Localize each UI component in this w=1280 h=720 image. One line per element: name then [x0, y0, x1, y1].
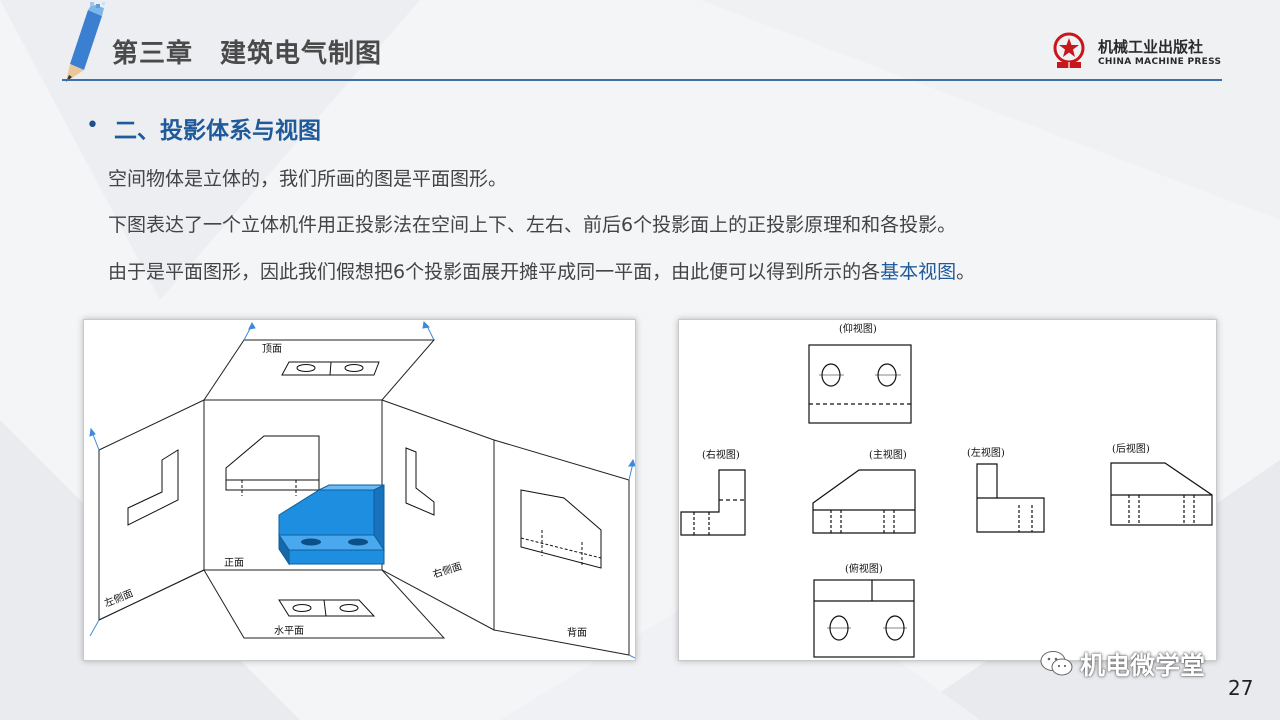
label-front-face: 正面: [224, 558, 244, 569]
label-main-view: (主视图): [869, 448, 907, 461]
label-top-view: (俯视图): [845, 562, 883, 575]
projection-box-diagram: 顶面 正面 左侧面 水平面 右侧面 背面: [89, 320, 635, 659]
pencil-icon: [66, 2, 105, 82]
label-top-face: 顶面: [262, 343, 282, 355]
page-number: 27: [1228, 676, 1254, 700]
projection-system-figure: 顶面 正面 左侧面 水平面 右侧面 背面: [83, 319, 636, 661]
machine-part-3d: [278, 484, 385, 566]
label-right-view: (右视图): [702, 448, 740, 461]
chapter-title: 第三章 建筑电气制图: [112, 39, 383, 69]
wechat-icon: [1040, 651, 1073, 676]
six-views-diagram: (仰视图) (右视图) (主视图) (左视图) (后视图) (俯视图): [680, 322, 1213, 658]
publisher-star-book-icon: [1053, 32, 1085, 68]
publisher-name-en: CHINA MACHINE PRESS: [1098, 57, 1222, 67]
watermark: 机电微学堂: [1040, 646, 1205, 682]
bullet-icon: •: [86, 113, 99, 138]
label-back-view: (后视图): [1112, 442, 1150, 455]
basic-views-figure: (仰视图) (右视图) (主视图) (左视图) (后视图) (俯视图): [678, 319, 1217, 661]
label-back-face: 背面: [567, 626, 587, 639]
watermark-text: 机电微学堂: [1080, 651, 1206, 680]
label-right-side-face: 右侧面: [431, 559, 464, 581]
label-horizontal-face: 水平面: [274, 625, 304, 637]
header-divider: [62, 79, 1222, 81]
publisher-name-cn: 机械工业出版社: [1098, 38, 1204, 56]
label-left-view: (左视图): [967, 446, 1005, 459]
paragraph-2: 下图表达了一个立体机件用正投影法在空间上下、左右、前后6个投影面上的正投影原理和…: [108, 214, 957, 236]
label-bottom-view: (仰视图): [839, 322, 877, 335]
paragraph-3: 由于是平面图形，因此我们假想把6个投影面展开摊平成同一平面，由此便可以得到所示的…: [108, 257, 975, 284]
section-title: 二、投影体系与视图: [114, 118, 321, 144]
paragraph-3-text: 由于是平面图形，因此我们假想把6个投影面展开摊平成同一平面，由此便可以得到所示的…: [108, 261, 881, 283]
basic-views-highlight: 基本视图: [880, 261, 957, 283]
paragraph-3-end: 。: [956, 261, 976, 283]
label-left-side-face: 左侧面: [102, 586, 135, 609]
paragraph-1: 空间物体是立体的，我们所画的图是平面图形。: [108, 168, 508, 190]
